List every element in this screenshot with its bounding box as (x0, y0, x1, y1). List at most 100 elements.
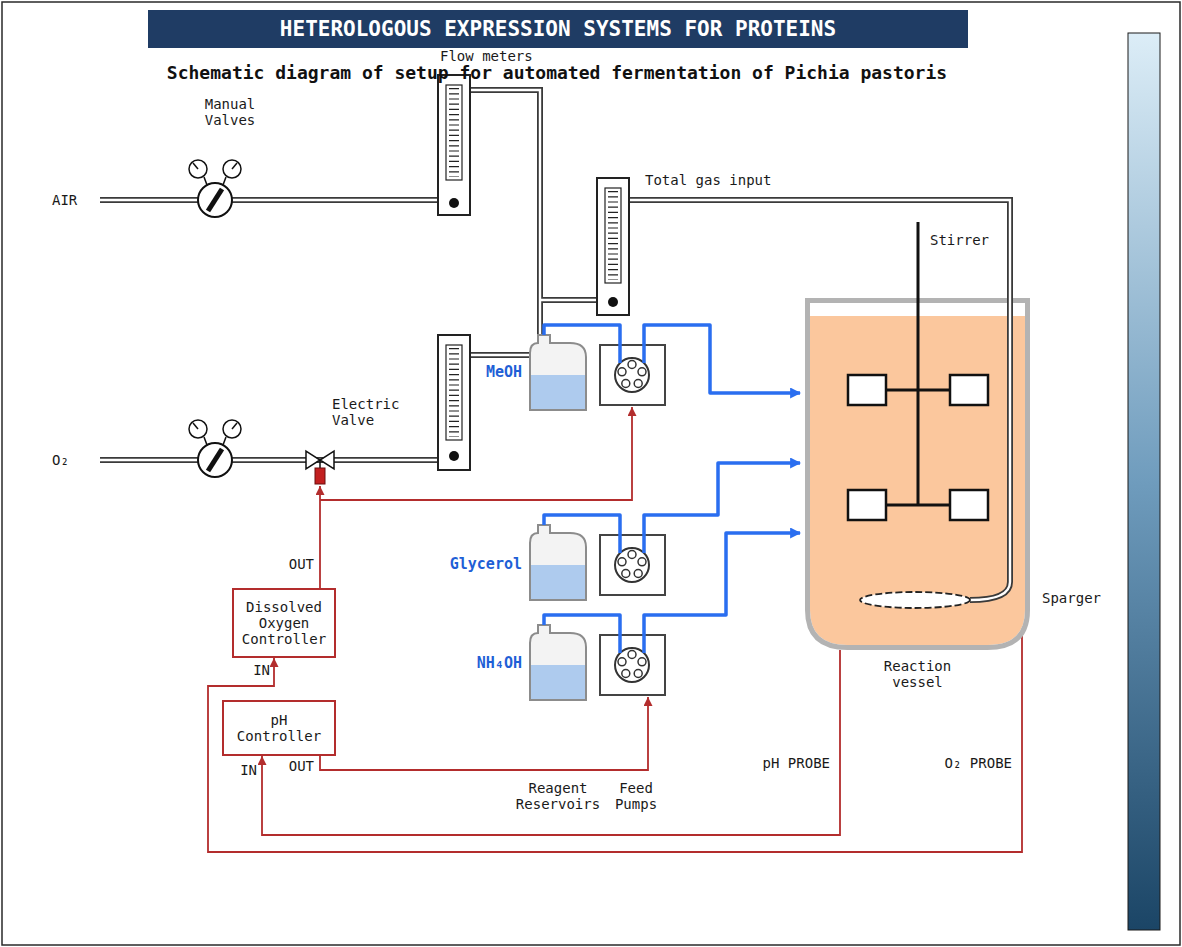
controller-label: pH Controller (229, 712, 329, 744)
flow-meter-scale (446, 345, 462, 440)
vessel-label-slot: Reaction vessel (858, 658, 978, 690)
reaction-vessel: Reaction vessel (805, 298, 1030, 650)
label-slot: IN (251, 662, 270, 678)
vessel-ground (808, 301, 1028, 648)
flow-meter-ticks (608, 191, 618, 280)
impeller-blade (848, 375, 886, 405)
label-slot: Feed Pumps (605, 780, 667, 812)
feed-tube (544, 325, 620, 363)
label-slot: MeOH (486, 364, 522, 381)
flow-meter-scale (446, 85, 462, 180)
label-slot: Total gas input (645, 172, 771, 188)
probe-label: pH PROBE (761, 755, 832, 771)
caption-text: Schematic diagram of setup for automated… (57, 62, 1057, 83)
solenoid (315, 468, 325, 484)
label-slot: AIR (52, 192, 77, 208)
flow-meter (597, 178, 629, 315)
flow-meter (438, 335, 470, 470)
impeller-blade (950, 375, 988, 405)
component-label: IN (238, 762, 257, 778)
component-label: Manual Valves (194, 96, 266, 128)
probe-signal-wire (262, 650, 840, 835)
flow-meter (438, 75, 470, 215)
flow-meter-ball (449, 451, 459, 461)
vessel-label: Reaction vessel (858, 658, 978, 690)
component-label: Flow meters (440, 48, 535, 64)
feed-tube (544, 615, 620, 653)
component-label: Stirrer (930, 232, 989, 248)
feed-tube (644, 463, 800, 553)
reagent-name: NH₄OH (477, 655, 522, 672)
component-label: Feed Pumps (605, 780, 667, 812)
label-slot: O₂ (52, 452, 71, 468)
vessel-wall (808, 301, 1028, 648)
controller-label: Dissolved Oxygen Controller (239, 599, 329, 647)
flow-meter-body (438, 335, 470, 470)
label-slot: Manual Valves (194, 96, 266, 128)
component-label: OUT (289, 556, 314, 572)
impeller-blade (950, 490, 988, 520)
control-wire (319, 486, 321, 588)
probe-label: O₂ PROBE (943, 755, 1014, 771)
stirrer-arm (886, 389, 950, 392)
edge-label-slot: pH PROBE (761, 755, 832, 771)
component-label: Total gas input (645, 172, 771, 188)
reagent-name: Glycerol (450, 556, 522, 573)
impeller-blade (848, 490, 886, 520)
label-slot: Electric Valve (332, 396, 412, 428)
title-band: HETEROLOGOUS EXPRESSION SYSTEMS FOR PROT… (148, 10, 968, 48)
flow-meter-scale (605, 188, 621, 283)
control-wire (320, 697, 648, 770)
feed-tube (544, 515, 620, 553)
reagent-name: MeOH (486, 364, 522, 381)
reagent-bottle (530, 335, 586, 410)
label-slot: Glycerol (450, 556, 522, 573)
component-label: O₂ (52, 452, 71, 468)
label-slot: Sparger (1042, 590, 1101, 606)
caption-slot: Schematic diagram of setup for automated… (57, 62, 1057, 83)
label-slot: Flow meters (440, 48, 535, 64)
stirrer-shaft (917, 222, 920, 505)
peristaltic-pump (600, 635, 665, 695)
flow-meter-ticks (449, 348, 459, 437)
flow-meter-ball (608, 297, 618, 307)
sparger-ring (860, 592, 970, 608)
label-slot: OUT (289, 758, 314, 774)
gas-pipe-outline (970, 292, 1010, 600)
label-slot: OUT (289, 556, 314, 572)
label-slot: Reagent Reservoirs (512, 780, 604, 812)
vessel-outline (805, 298, 1030, 650)
edge-label-slot: O₂ PROBE (943, 755, 1014, 771)
component-label: Sparger (1042, 590, 1101, 606)
culture-liquid (810, 316, 1025, 645)
gradient-bar (1128, 33, 1160, 930)
flow-meter-ticks (449, 88, 459, 177)
valve-stem (319, 460, 321, 468)
electric-valve (306, 451, 334, 469)
manual-valve (189, 420, 241, 477)
probe-signal-wire (208, 636, 1022, 852)
component-label: Electric Valve (332, 396, 412, 428)
gas-pipe-bore (970, 292, 1010, 600)
feed-tube (644, 325, 800, 393)
title-text: HETEROLOGOUS EXPRESSION SYSTEMS FOR PROT… (280, 17, 836, 41)
peristaltic-pump (600, 535, 665, 595)
flow-meter-body (597, 178, 629, 315)
flow-meter-body (438, 75, 470, 215)
label-slot: NH₄OH (477, 655, 522, 672)
peristaltic-pump (600, 345, 665, 405)
feed-tube (644, 533, 800, 653)
component-label: AIR (52, 192, 77, 208)
component-label: OUT (289, 758, 314, 774)
manual-valve (189, 160, 241, 217)
controller-box: Dissolved Oxygen Controller (232, 588, 336, 658)
component-label: Reagent Reservoirs (512, 780, 604, 812)
label-slot: IN (238, 762, 257, 778)
controller-box: pH Controller (222, 700, 336, 756)
reagent-bottle (530, 525, 586, 600)
reagent-bottle (530, 625, 586, 700)
component-label: IN (251, 662, 270, 678)
